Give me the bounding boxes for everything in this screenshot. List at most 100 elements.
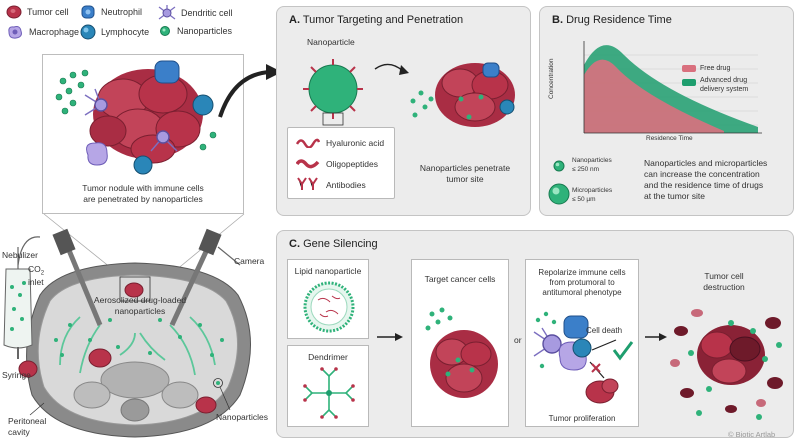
target-cancer-illustration: [425, 307, 498, 398]
repolarize-line3: antitumoral phenotype: [542, 288, 622, 297]
nanoparticle-label: Nanoparticle: [307, 37, 355, 47]
repolarize-line1: Repolarize immune cells: [538, 268, 626, 277]
legend-advanced-label-line1: Advanced drug: [700, 77, 748, 84]
nanoparticle-marker: [213, 378, 223, 388]
lipid-nanoparticle-icon: [303, 281, 355, 333]
tumor-nodule-illustration: [55, 60, 217, 175]
oligopeptides-icon: [296, 159, 320, 169]
residence-desc-line2: can increase the concentration: [644, 169, 760, 179]
peritoneal-tumor: [18, 360, 38, 378]
penetrate-caption-line1: Nanoparticles penetrate: [419, 163, 511, 173]
residence-desc-line3: and the residence time of drugs: [644, 180, 764, 190]
syringe-label: Syringe: [2, 370, 31, 380]
kidney: [161, 381, 199, 409]
lipid-nanoparticle-card: Lipid nanoparticle: [287, 259, 369, 339]
nodule-macrophage: [86, 142, 108, 166]
nodule-dendritic: [84, 88, 108, 116]
macrophage-icon: [8, 26, 22, 39]
tumor-proliferation-label: Tumor proliferation: [548, 414, 616, 423]
dendrimer-card: Dendrimer: [287, 345, 369, 427]
hyaluronic-acid-icon: [296, 138, 320, 148]
legend-swatch-advanced: [682, 79, 696, 86]
neutrophil-icon: [81, 5, 95, 19]
panel-drug-residence: B. Drug Residence Time Concentration Res…: [539, 6, 794, 216]
legend-nanoparticles: Nanoparticles: [158, 24, 232, 38]
repolarize-neutrophil: [563, 315, 589, 339]
panel-tumor-targeting: A. Tumor Targeting and Penetration Nanop…: [276, 6, 531, 216]
dendrimer-label: Dendrimer: [308, 352, 348, 362]
cell-death-label: Cell death: [586, 326, 623, 335]
aerosol-label-line2: nanoparticles: [114, 306, 166, 316]
kidney: [73, 381, 111, 409]
target-tumor: [435, 62, 515, 127]
ligand-legend: Hyaluronic acid Oligopeptides Antibodies: [287, 127, 395, 199]
tumor-destruction-illustration: [670, 309, 783, 420]
hyaluronic-label: Hyaluronic acid: [326, 138, 385, 148]
co2-label: CO2: [28, 264, 45, 277]
destruction-line2: destruction: [703, 282, 745, 292]
nanoparticle-illustration: [303, 59, 515, 127]
organ: [100, 361, 170, 399]
nanoparticle-size-icon: [553, 160, 565, 172]
aerosol-particles: [54, 318, 224, 357]
microparticle-size-icon: [548, 183, 570, 205]
syringe-icon: [3, 247, 33, 359]
panel-gene-silencing: C. Gene Silencing Lipid nanoparticle Den…: [276, 230, 794, 438]
camera-device: [169, 228, 241, 327]
nebulizer-label: Nebulizer: [2, 250, 38, 260]
repolarize-line2: from protumoral to: [549, 278, 615, 287]
repolarize-lymphocyte: [572, 338, 592, 358]
legend-tumor-cell: Tumor cell: [6, 5, 69, 19]
proliferating-tumor: [585, 378, 619, 404]
peritoneal-illustration: [3, 228, 251, 438]
nanoparticle-icon: [160, 26, 170, 36]
nodule-caption-line2: are penetrated by nanoparticles: [83, 194, 203, 204]
chart-ylabel: Concentration: [548, 58, 555, 99]
legend-swatch-free: [682, 65, 696, 72]
curved-arrow: [218, 64, 282, 118]
lipid-label: Lipid nanoparticle: [294, 266, 362, 276]
micro-size-line2: ≤ 50 µm: [572, 196, 596, 203]
panel-b-title: B. Drug Residence Time: [552, 14, 672, 26]
arrow-to-destruction: [645, 333, 667, 341]
panel-a-title: A. Tumor Targeting and Penetration: [289, 14, 464, 26]
nodule-lymphocyte: [192, 94, 214, 116]
panel-c-title: C. Gene Silencing: [289, 238, 378, 250]
check-icon: [612, 341, 634, 361]
micro-size-line1: Microparticles: [572, 187, 613, 194]
camera-label: Camera: [234, 256, 265, 266]
residence-desc-line1: Nanoparticles and microparticles: [644, 158, 768, 168]
repolarize-dendritic: [533, 327, 562, 357]
legend-macrophage: Macrophage: [6, 24, 79, 40]
credit-text: © Biotic Artlab: [728, 430, 776, 439]
antibodies-label: Antibodies: [326, 180, 366, 190]
or-label: or: [514, 335, 522, 345]
peritoneal-tumor: [88, 348, 112, 368]
nanoparticle-sphere: [308, 64, 358, 114]
legend-lymphocyte: Lymphocyte: [80, 24, 149, 40]
legend-free-label: Free drug: [700, 65, 731, 72]
lymphocyte-icon: [80, 24, 96, 40]
nodule-nanoparticles: [55, 69, 217, 151]
repolarize-card: Repolarize immune cells from protumoral …: [525, 259, 639, 427]
nanoparticles-label: Nanoparticles: [216, 412, 268, 422]
immune-repolarize-illustration: [533, 311, 634, 404]
zoom-box: [119, 276, 151, 302]
aerosol-flow: [59, 316, 216, 376]
nano-size-line2: ≤ 250 nm: [572, 166, 600, 173]
destruction-line1: Tumor cell: [704, 271, 744, 281]
target-label: Target cancer cells: [424, 274, 496, 284]
legend-dendritic-cell: Dendritic cell: [158, 5, 233, 21]
residence-desc-line4: at the tumor site: [644, 191, 705, 201]
legend-advanced-label-line2: delivery system: [700, 86, 749, 93]
peritoneal-tumor: [195, 396, 217, 414]
dendrimer-icon: [303, 367, 355, 419]
nodule-neutrophil: [154, 60, 180, 84]
nodule-caption-line1: Tumor nodule with immune cells: [82, 183, 204, 193]
nebulizer-device: [17, 228, 103, 326]
nano-size-line1: Nanoparticles: [572, 157, 612, 164]
residence-chart: [583, 41, 762, 134]
spine: [120, 398, 150, 422]
dendritic-cell-icon: [158, 5, 176, 20]
peritoneal-tumor: [124, 282, 144, 298]
